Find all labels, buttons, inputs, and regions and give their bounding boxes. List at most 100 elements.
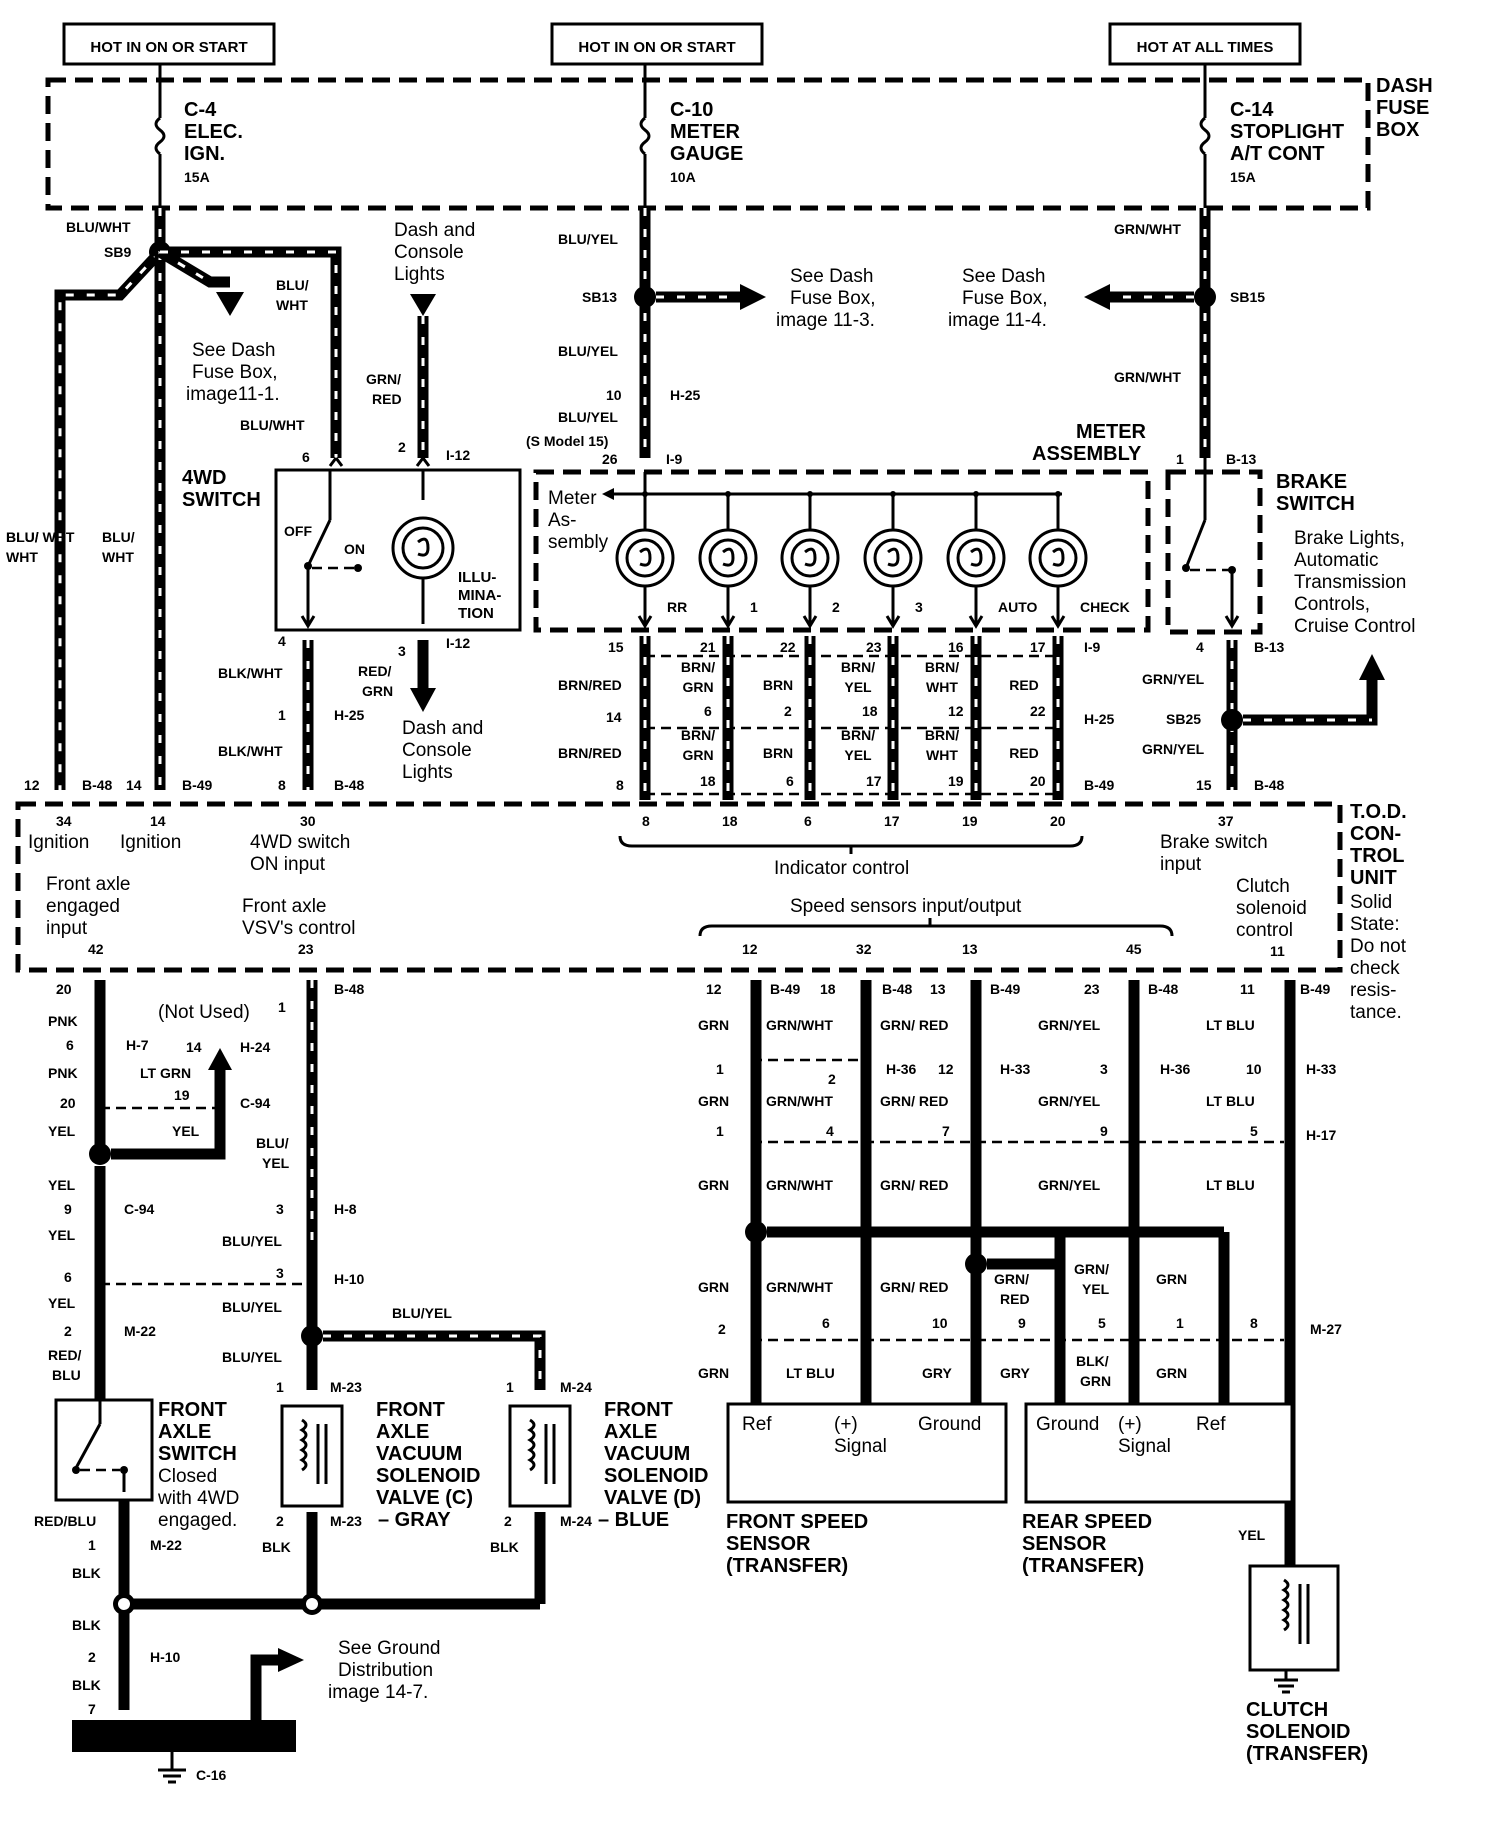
svg-text:RED/: RED/ [358,663,392,679]
svg-text:2: 2 [64,1323,72,1339]
svg-text:T.O.D.: T.O.D. [1350,801,1407,823]
svg-text:8: 8 [1250,1315,1258,1331]
svg-text:H-10: H-10 [150,1649,181,1665]
svg-text:GRN/: GRN/ [366,371,401,387]
svg-text:BLU/: BLU/ [6,529,39,545]
svg-text:H-33: H-33 [1306,1061,1337,1077]
wire-color-label: YEL [844,747,872,763]
note-see-dash-11-1: See Dash Fuse Box, image11-1. [186,340,280,405]
svg-text:15: 15 [1196,777,1212,793]
svg-text:I-9: I-9 [1084,639,1101,655]
svg-text:14: 14 [126,777,142,793]
svg-text:H-10: H-10 [334,1271,365,1287]
svg-text:See Dash: See Dash [790,266,873,287]
fuse-c4: C-4 ELEC. IGN. 15A [154,80,243,208]
wire-color-label: GRN [682,747,713,763]
svg-text:ELEC.: ELEC. [184,121,243,143]
svg-text:13: 13 [930,981,946,997]
svg-text:5: 5 [1098,1315,1106,1331]
svg-text:H-25: H-25 [670,387,701,403]
svg-text:BLU/YEL: BLU/YEL [558,409,618,425]
svg-text:Front axle: Front axle [46,874,130,895]
svg-text:Ignition: Ignition [28,832,89,853]
svg-text:7: 7 [942,1123,950,1139]
svg-text:2: 2 [276,1513,284,1529]
svg-text:H-36: H-36 [1160,1061,1191,1077]
svg-text:3: 3 [398,643,406,659]
svg-text:FRONT: FRONT [376,1399,445,1421]
svg-text:SOLENOID: SOLENOID [604,1465,708,1487]
svg-text:State:: State: [1350,914,1400,935]
wire-vsv-ground: BLK BLK [118,1512,546,1615]
svg-text:Brake switch: Brake switch [1160,832,1268,853]
svg-text:BLK: BLK [490,1539,519,1555]
meter-assembly: METER ASSEMBLY Meter As- sembly [533,421,1151,633]
svg-text:I-12: I-12 [446,447,470,463]
svg-text:See Dash: See Dash [962,266,1045,287]
svg-text:PNK: PNK [48,1065,78,1081]
svg-text:M-22: M-22 [124,1323,156,1339]
svg-text:Distribution: Distribution [338,1660,433,1681]
svg-text:13: 13 [962,941,978,957]
svg-text:34: 34 [56,813,72,829]
svg-text:input: input [46,918,88,939]
svg-text:sembly: sembly [548,532,609,553]
splice-sb25 [1221,709,1243,731]
svg-text:BLK: BLK [72,1617,101,1633]
svg-text:12: 12 [742,941,758,957]
svg-text:C-10: C-10 [670,99,713,121]
svg-text:14: 14 [150,813,166,829]
svg-text:BLK/WHT: BLK/WHT [218,743,283,759]
svg-text:GRN: GRN [1156,1365,1187,1381]
svg-text:YEL: YEL [172,1123,200,1139]
svg-text:RED: RED [372,391,402,407]
svg-text:TROL: TROL [1350,845,1404,867]
svg-text:PNK: PNK [48,1013,78,1029]
svg-text:CON-: CON- [1350,823,1401,845]
svg-text:ON: ON [344,541,365,557]
pin-number: 18 [862,703,878,719]
svg-text:14: 14 [606,709,622,725]
svg-text:RED/: RED/ [48,1347,82,1363]
svg-text:8: 8 [278,777,286,793]
svg-text:Signal: Signal [834,1436,887,1457]
pin-number: 6 [786,773,794,789]
svg-text:30: 30 [300,813,316,829]
svg-text:SOLENOID: SOLENOID [376,1465,480,1487]
svg-text:BLU/: BLU/ [102,529,135,545]
meter-bottom-connectors: 15 I-9 BRN/RED 14 H-25 BRN/RED 8 B-49 [558,639,1115,796]
wire-color-label: BRN/ [681,659,715,675]
svg-text:M-24: M-24 [560,1513,592,1529]
svg-text:B-49: B-49 [770,981,801,997]
svg-text:BLU/YEL: BLU/YEL [392,1305,452,1321]
clutch-solenoid: YEL CLUTCH SOLENOID (TRANSFER) [1238,1527,1368,1765]
meter-lamp-label: 2 [832,599,840,615]
svg-text:BLU/YEL: BLU/YEL [222,1349,282,1365]
pin-number: 18 [700,773,716,789]
svg-text:SB9: SB9 [104,244,131,260]
svg-text:GRN/WHT: GRN/WHT [1114,221,1181,237]
svg-text:19: 19 [174,1087,190,1103]
svg-text:GRN/WHT: GRN/WHT [766,1279,833,1295]
svg-text:B-48: B-48 [82,777,113,793]
svg-text:SB13: SB13 [582,289,617,305]
svg-text:engaged: engaged [46,896,120,917]
svg-text:LT BLU: LT BLU [1206,1017,1255,1033]
svg-text:18: 18 [722,813,738,829]
svg-text:image 11-3.: image 11-3. [776,310,875,331]
svg-text:1: 1 [278,999,286,1015]
svg-text:10: 10 [1246,1061,1262,1077]
header-mid-text: HOT IN ON OR START [578,39,735,56]
svg-text:9: 9 [1018,1315,1026,1331]
svg-text:GRN: GRN [1156,1271,1187,1287]
svg-text:B-49: B-49 [990,981,1021,997]
pin-number: 19 [948,773,964,789]
svg-text:TION: TION [458,605,494,622]
svg-text:2: 2 [828,1071,836,1087]
svg-text:4WD switch: 4WD switch [250,832,350,853]
svg-text:I-9: I-9 [666,451,683,467]
pin-number: 23 [866,639,882,655]
svg-text:DASH: DASH [1376,75,1433,97]
svg-text:RED: RED [1000,1291,1030,1307]
svg-text:(+): (+) [834,1414,858,1435]
